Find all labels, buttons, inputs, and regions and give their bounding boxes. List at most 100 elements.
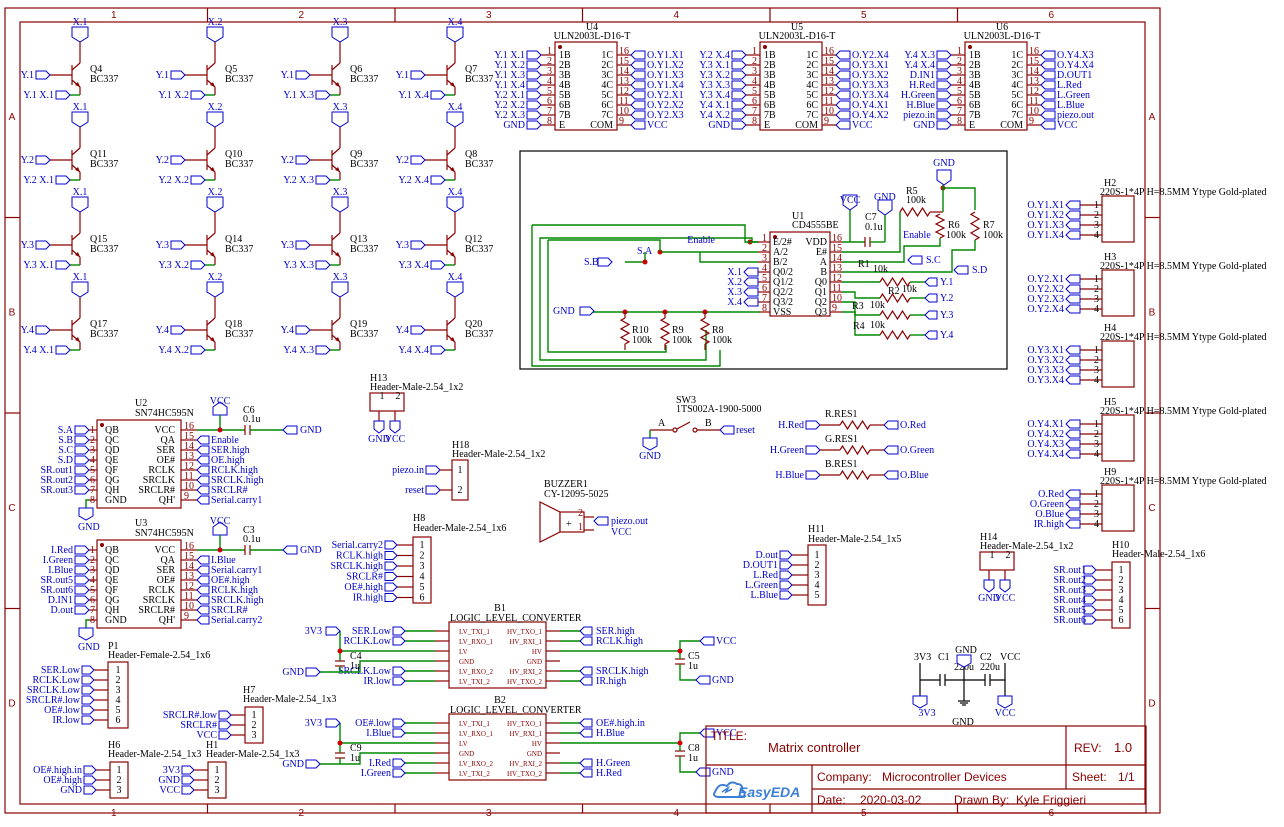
uln-pin-num: 13 bbox=[824, 76, 834, 87]
uln-pin-name: E bbox=[969, 120, 975, 131]
sr-pin-num: 7 bbox=[90, 605, 95, 616]
uln-pin-name: 4C bbox=[601, 80, 613, 91]
transistor-model: BC337 bbox=[350, 74, 378, 85]
header-part: 220S-1*4P H=8.5MM Ytype Gold-plated bbox=[1100, 187, 1267, 198]
transistor-collector-net: X.1 bbox=[73, 102, 88, 113]
header-pin-num: 6 bbox=[420, 593, 425, 604]
uln-pin-num: 15 bbox=[619, 56, 629, 67]
header-pin-num: 1 bbox=[1094, 274, 1099, 285]
header-pin-num: 5 bbox=[116, 705, 121, 716]
sr-pin-name: SRCLK bbox=[143, 595, 176, 606]
header-part: 220S-1*4P H=8.5MM Ytype Gold-plated bbox=[1100, 476, 1267, 487]
frame-col-label: 6 bbox=[1048, 10, 1054, 21]
llc-pin-name: LV_TXI_1 bbox=[459, 628, 490, 636]
header-pin-num: 1 bbox=[215, 765, 220, 776]
uln-right-net: O.Y3.X4 bbox=[852, 90, 889, 101]
uln-right-net: VCC bbox=[852, 120, 873, 131]
transistor-model: BC337 bbox=[465, 244, 493, 255]
transistor-ref: Q12 bbox=[465, 234, 482, 245]
sr-pin-name: SER bbox=[157, 565, 176, 576]
uln-pin-num: 8 bbox=[547, 116, 552, 127]
uln-pin-name: 6C bbox=[1011, 100, 1023, 111]
transistor-base-net: Y.3 bbox=[396, 240, 409, 251]
transistor-model: BC337 bbox=[225, 74, 253, 85]
uln-pin-num: 12 bbox=[1029, 86, 1039, 97]
pin-header: H7Header-Male-2.54_1x31SRCLR#.low2SRCLR#… bbox=[163, 685, 336, 744]
decoder-vcc-net: VCC bbox=[840, 195, 861, 206]
uln-left-net: Y.2 X.2 bbox=[494, 100, 525, 111]
uln-right-net: O.Y3.X2 bbox=[852, 70, 889, 81]
uln-pin-name: 2B bbox=[969, 60, 981, 71]
header-net: OE#.high bbox=[344, 582, 383, 593]
llc-right-net: OE#.high.in bbox=[596, 718, 645, 729]
uln-pin-name: 6B bbox=[969, 100, 981, 111]
header-pin-num: 4 bbox=[815, 580, 820, 591]
misc-parts: H13Header-Male-2.54_1x21GND2VCCH14Header… bbox=[26, 373, 1205, 799]
llc-supply-net: 3V3 bbox=[305, 626, 322, 637]
header-pin-num: 2 bbox=[1094, 429, 1099, 440]
frame-col-label: 4 bbox=[673, 808, 679, 819]
transistor-emitter-net: Y.1 X.2 bbox=[158, 90, 189, 101]
frame-row-label: A bbox=[9, 112, 16, 123]
cap-ref: C5 bbox=[688, 651, 700, 662]
uln-right-net: O.Y4.X3 bbox=[1057, 50, 1094, 61]
uln-left-net: Y.3 X.1 bbox=[699, 60, 730, 71]
sr-pin-name: QG bbox=[105, 475, 119, 486]
uln-pin-num: 10 bbox=[619, 106, 629, 117]
sr-pin-name: SRCLK bbox=[143, 475, 176, 486]
uln-pin-name: 7C bbox=[601, 110, 613, 121]
uln-pin-name: 6C bbox=[806, 100, 818, 111]
sr-pin-num: 10 bbox=[184, 481, 194, 492]
header-net: SRCLR# bbox=[346, 572, 383, 583]
llc-pin-name: GND bbox=[527, 750, 542, 758]
decoder-pin-num: 15 bbox=[832, 243, 842, 254]
header-net: O.Y2.X2 bbox=[1027, 284, 1064, 295]
uln-pin-num: 6 bbox=[547, 96, 552, 107]
transistor-emitter-net: Y.1 X.1 bbox=[23, 90, 54, 101]
decoder-pin-num: 16 bbox=[832, 233, 842, 244]
header-net: O.Y3.X2 bbox=[1027, 355, 1064, 366]
uln-pin-num: 2 bbox=[752, 56, 757, 67]
uln-pin-name: 6B bbox=[559, 100, 571, 111]
llc-gnd-r-net: GND bbox=[712, 675, 734, 686]
header-pin-num: 2 bbox=[458, 485, 463, 496]
uln-right-net: L.Blue bbox=[1057, 100, 1085, 111]
decoder-pin-num: 11 bbox=[832, 283, 842, 294]
header-pin-num: 4 bbox=[1119, 595, 1124, 606]
uln-pin-num: 5 bbox=[752, 86, 757, 97]
sr-pin-num: 12 bbox=[184, 461, 194, 472]
header-pin-num: 4 bbox=[1094, 519, 1099, 530]
sr-pin-num: 14 bbox=[184, 561, 194, 572]
uln-left-net: Y.1 X.3 bbox=[494, 70, 525, 81]
llc-part: LOGIC_LEVEL_CONVERTER bbox=[450, 613, 582, 624]
transistor-model: BC337 bbox=[350, 329, 378, 340]
uln-pin-name: 3B bbox=[969, 70, 981, 81]
switch-pin-a: A bbox=[658, 418, 666, 429]
header-net: O.Y4.X3 bbox=[1027, 439, 1064, 450]
llc-pin-name: LV_RXO_2 bbox=[459, 760, 493, 768]
frame-row-label: A bbox=[1149, 112, 1156, 123]
uln-pin-name: 7B bbox=[969, 110, 981, 121]
llc-left-net: I.Red bbox=[369, 758, 391, 769]
header-ref: H1 bbox=[206, 740, 218, 751]
header-net: O.Y2.X4 bbox=[1027, 304, 1064, 315]
transistor-ref: Q8 bbox=[465, 149, 477, 160]
sr-pin-num: 8 bbox=[90, 615, 95, 626]
uln-pin-num: 11 bbox=[619, 96, 629, 107]
resistor-value: 100k bbox=[632, 335, 652, 346]
sr-pin-num: 5 bbox=[90, 465, 95, 476]
uln-part: ULN2003L-D16-T bbox=[964, 31, 1041, 42]
decoder-pin-num: 5 bbox=[762, 273, 767, 284]
frame-col-label: 4 bbox=[673, 10, 679, 21]
header-net: 3V3 bbox=[163, 765, 180, 776]
uln-pin-name: 3B bbox=[764, 70, 776, 81]
header-part: 220S-1*4P H=8.5MM Ytype Gold-plated bbox=[1100, 406, 1267, 417]
decoder-pin-name: Q0 bbox=[815, 277, 827, 288]
decoder-pin-name: VDD bbox=[805, 237, 827, 248]
uln-right-net: O.Y4.X2 bbox=[852, 110, 889, 121]
